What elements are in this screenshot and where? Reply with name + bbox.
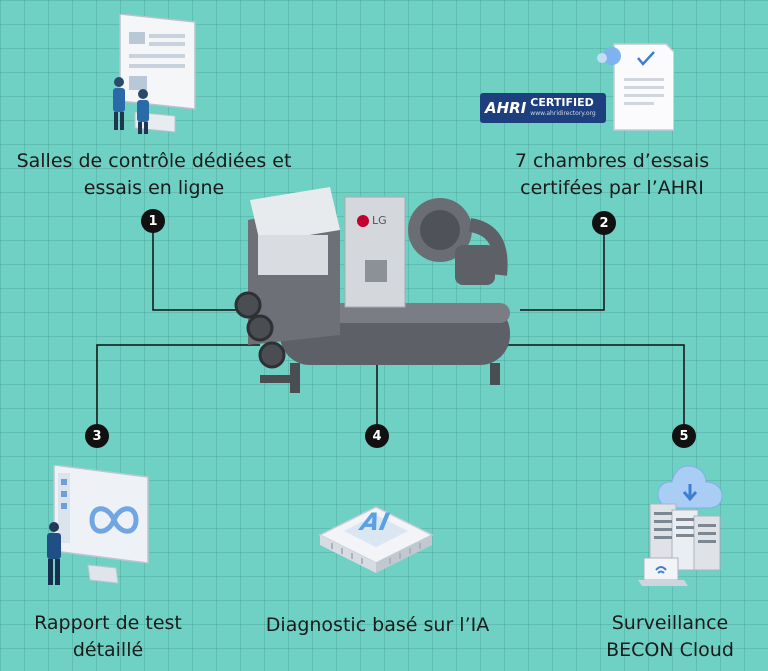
connector-line-5 bbox=[505, 344, 685, 425]
item-4-label-line1: Diagnostic basé sur l’IA bbox=[265, 614, 490, 636]
certificate-icon bbox=[597, 43, 674, 131]
ahri-certified-badge: AHRI CERTIFIED www.ahridirectory.org bbox=[480, 93, 606, 123]
item-2-label-line2: certifées par l’AHRI bbox=[520, 177, 704, 199]
item-1-label-line1: Salles de contrôle dédiées et bbox=[16, 150, 292, 172]
ahri-url-text: www.ahridirectory.org bbox=[530, 110, 596, 117]
item-1-label: Salles de contrôle dédiées et essais en … bbox=[4, 148, 304, 202]
item-2-label-line1: 7 chambres d’essais bbox=[514, 150, 710, 172]
lg-logo: LG bbox=[357, 214, 387, 227]
ai-chip-text: AI bbox=[358, 508, 392, 536]
step-badge-5: 5 bbox=[672, 424, 696, 448]
item-3-label-line2: détaillé bbox=[72, 639, 144, 661]
step-badge-3: 3 bbox=[85, 424, 109, 448]
item-2-label: 7 chambres d’essais certifées par l’AHRI bbox=[482, 148, 742, 202]
item-5-label-line1: Surveillance bbox=[611, 612, 729, 634]
ai-chip-icon bbox=[318, 506, 434, 573]
item-3-label: Rapport de test détaillé bbox=[8, 610, 208, 664]
test-report-icon bbox=[47, 465, 149, 585]
item-3-label-line1: Rapport de test bbox=[34, 612, 182, 634]
control-room-icon bbox=[113, 14, 196, 134]
item-1-label-line2: essais en ligne bbox=[83, 177, 225, 199]
becon-cloud-icon bbox=[638, 465, 723, 586]
connector-line-3 bbox=[96, 344, 260, 436]
ahri-certified-text: CERTIFIED bbox=[530, 96, 594, 109]
step-badge-1: 1 bbox=[141, 209, 165, 233]
ahri-logo-text: AHRI bbox=[485, 99, 527, 117]
chiller-image bbox=[234, 187, 510, 393]
step-badge-4: 4 bbox=[365, 424, 389, 448]
step-badge-2: 2 bbox=[592, 211, 616, 235]
connector-line-2 bbox=[520, 222, 605, 311]
item-5-label: Surveillance BECON Cloud bbox=[580, 610, 760, 664]
item-4-label: Diagnostic basé sur l’IA bbox=[245, 612, 510, 639]
lg-logo-text: LG bbox=[372, 214, 387, 227]
item-5-label-line2: BECON Cloud bbox=[606, 639, 734, 661]
connector-line-1 bbox=[152, 220, 260, 311]
lg-logo-icon bbox=[357, 214, 369, 227]
